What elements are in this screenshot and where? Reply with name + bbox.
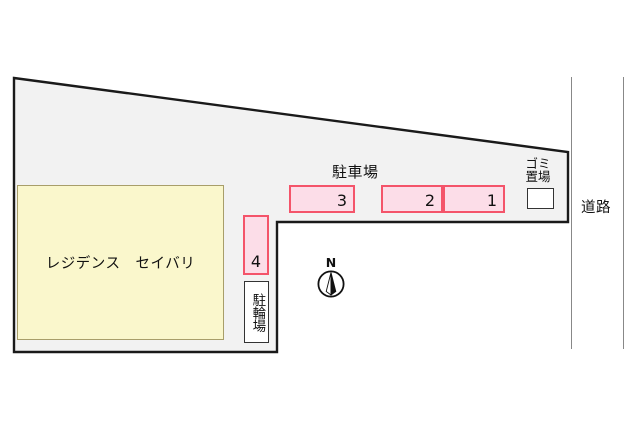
parking-stall-2[interactable]: 2 [381, 185, 443, 213]
compass-rose: N [313, 255, 349, 307]
parking-stall-4[interactable]: 4 [243, 215, 269, 275]
parking-stall-number: 3 [336, 191, 347, 211]
road-edge-line-right [623, 77, 624, 349]
parking-stall-1[interactable]: 1 [443, 185, 505, 213]
parking-stall-number: 4 [250, 252, 262, 272]
parking-stall-number: 1 [486, 191, 497, 211]
road-edge-line-left [571, 77, 572, 349]
parking-lot-title: 駐車場 [332, 163, 379, 181]
bicycle-parking-label: 駐輪場 [249, 292, 266, 332]
road-label: 道路 [581, 200, 611, 216]
garbage-area-label: ゴミ置場 [525, 156, 551, 184]
garbage-area-box [527, 188, 554, 209]
compass-north-letter: N [325, 255, 337, 270]
north-arrow-icon [317, 270, 345, 298]
building-name-label: レジデンス セイバリ [45, 256, 196, 272]
building-residence: レジデンス セイバリ [17, 185, 224, 340]
parking-stall-number: 2 [424, 191, 435, 211]
parking-stall-3[interactable]: 3 [289, 185, 355, 213]
bicycle-parking-area: 駐輪場 [244, 281, 269, 343]
